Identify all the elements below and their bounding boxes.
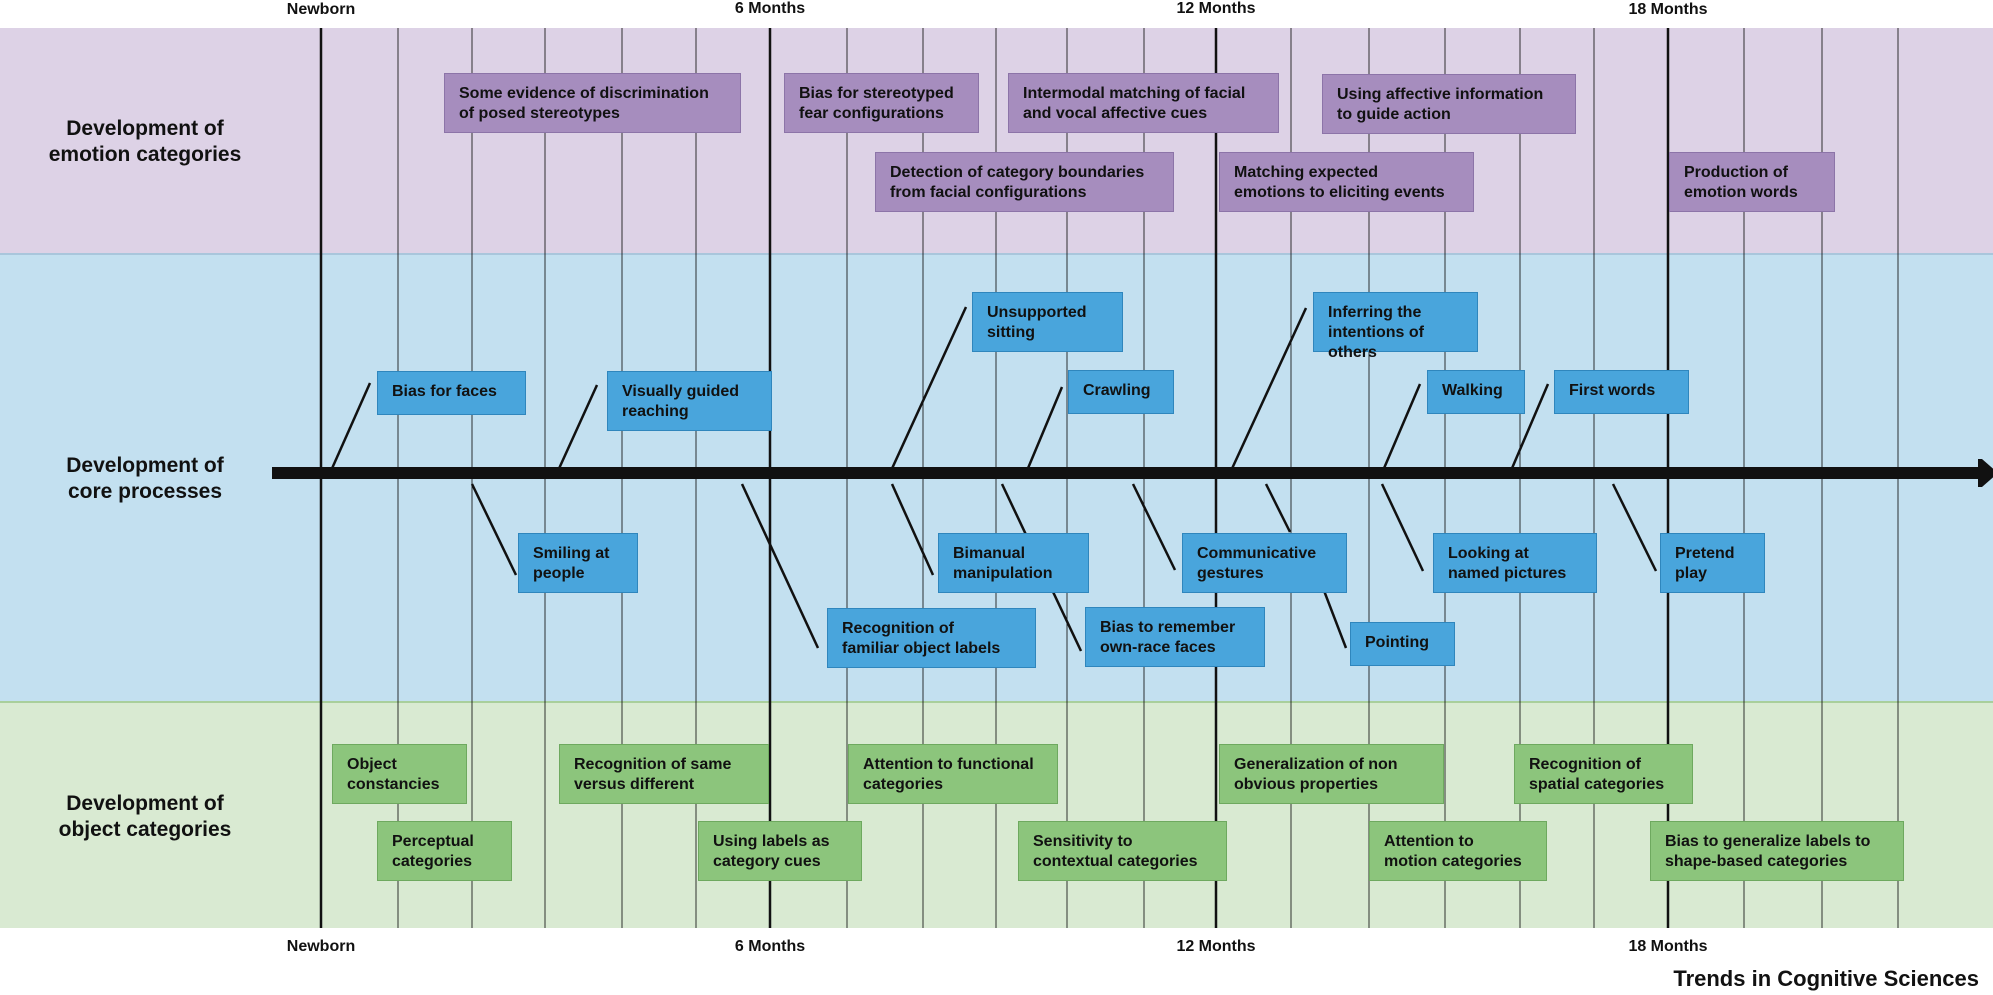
timeline-arrow-head — [1978, 459, 1993, 487]
tick-label-bottom-6-months: 6 Months — [734, 938, 806, 955]
connector-line — [328, 382, 372, 474]
connector-line — [555, 384, 599, 474]
core-box: Bias to remember own-race faces — [1085, 607, 1265, 667]
connector-line — [1264, 483, 1292, 533]
object-box: Bias to generalize labels to shape-based… — [1650, 821, 1904, 881]
object-box: Recognition of spatial categories — [1514, 744, 1693, 804]
emotion-box: Some evidence of discrimination of posed… — [444, 73, 741, 133]
connector-line — [1024, 386, 1064, 474]
object-box: Generalization of non obvious properties — [1219, 744, 1444, 804]
core-arrow — [272, 459, 1993, 487]
core-box: Bimanual manipulation — [938, 533, 1089, 593]
object-box: Using labels as category cues — [698, 821, 862, 881]
tick-label-bottom-18-months: 18 Months — [1628, 938, 1708, 955]
row-label-object: Development of object categories — [58, 792, 232, 841]
journal-credit: Trends in Cognitive Sciences — [1673, 966, 1979, 991]
core-box: Pointing — [1350, 622, 1455, 666]
core-box: Crawling — [1068, 370, 1174, 414]
core-box: Unsupported sitting — [972, 292, 1123, 352]
connector-line — [1228, 307, 1308, 474]
tick-label-top-newborn: Newborn — [286, 1, 356, 18]
tick-label-top-12-months: 12 Months — [1176, 0, 1256, 17]
emotion-box: Using affective information to guide act… — [1322, 74, 1576, 134]
core-box: First words — [1554, 370, 1689, 414]
emotion-box: Detection of category boundaries from fa… — [875, 152, 1174, 212]
row-label-emotion: Development of emotion categories — [48, 117, 242, 166]
emotion-box: Bias for stereotyped fear configurations — [784, 73, 979, 133]
connector-line — [888, 306, 968, 474]
core-box: Smiling at people — [518, 533, 638, 593]
object-box: Attention to motion categories — [1369, 821, 1547, 881]
emotion-box: Matching expected emotions to eliciting … — [1219, 152, 1474, 212]
tick-label-bottom-newborn: Newborn — [286, 938, 356, 955]
connector-line — [1380, 483, 1425, 572]
object-box: Object constancies — [332, 744, 467, 804]
object-box: Sensitivity to contextual categories — [1018, 821, 1227, 881]
connector-line — [1508, 383, 1550, 474]
emotion-box: Production of emotion words — [1669, 152, 1835, 212]
core-box: Bias for faces — [377, 371, 526, 415]
timeline-arrow-shaft — [272, 467, 1980, 479]
core-box: Walking — [1427, 370, 1525, 414]
core-box: Recognition of familiar object labels — [827, 608, 1036, 668]
connector-line — [470, 483, 518, 576]
core-box: Pretend play — [1660, 533, 1765, 593]
core-box: Visually guided reaching — [607, 371, 772, 431]
connector-line — [890, 483, 935, 576]
connector-line — [1131, 483, 1177, 571]
object-box: Attention to functional categories — [848, 744, 1058, 804]
tick-label-bottom-12-months: 12 Months — [1176, 938, 1256, 955]
object-box: Recognition of same versus different — [559, 744, 769, 804]
object-box: Perceptual categories — [377, 821, 512, 881]
core-box: Inferring the intentions of others — [1313, 292, 1478, 361]
connector-line — [740, 483, 820, 649]
connector-line — [1380, 383, 1422, 474]
tick-label-top-18-months: 18 Months — [1628, 1, 1708, 18]
core-box: Communicative gestures — [1182, 533, 1347, 593]
core-box: Looking at named pictures — [1433, 533, 1597, 593]
emotion-box: Intermodal matching of facial and vocal … — [1008, 73, 1279, 133]
connector-line — [1611, 483, 1658, 572]
tick-label-top-6-months: 6 Months — [734, 0, 806, 17]
row-label-core: Development of core processes — [66, 454, 224, 503]
